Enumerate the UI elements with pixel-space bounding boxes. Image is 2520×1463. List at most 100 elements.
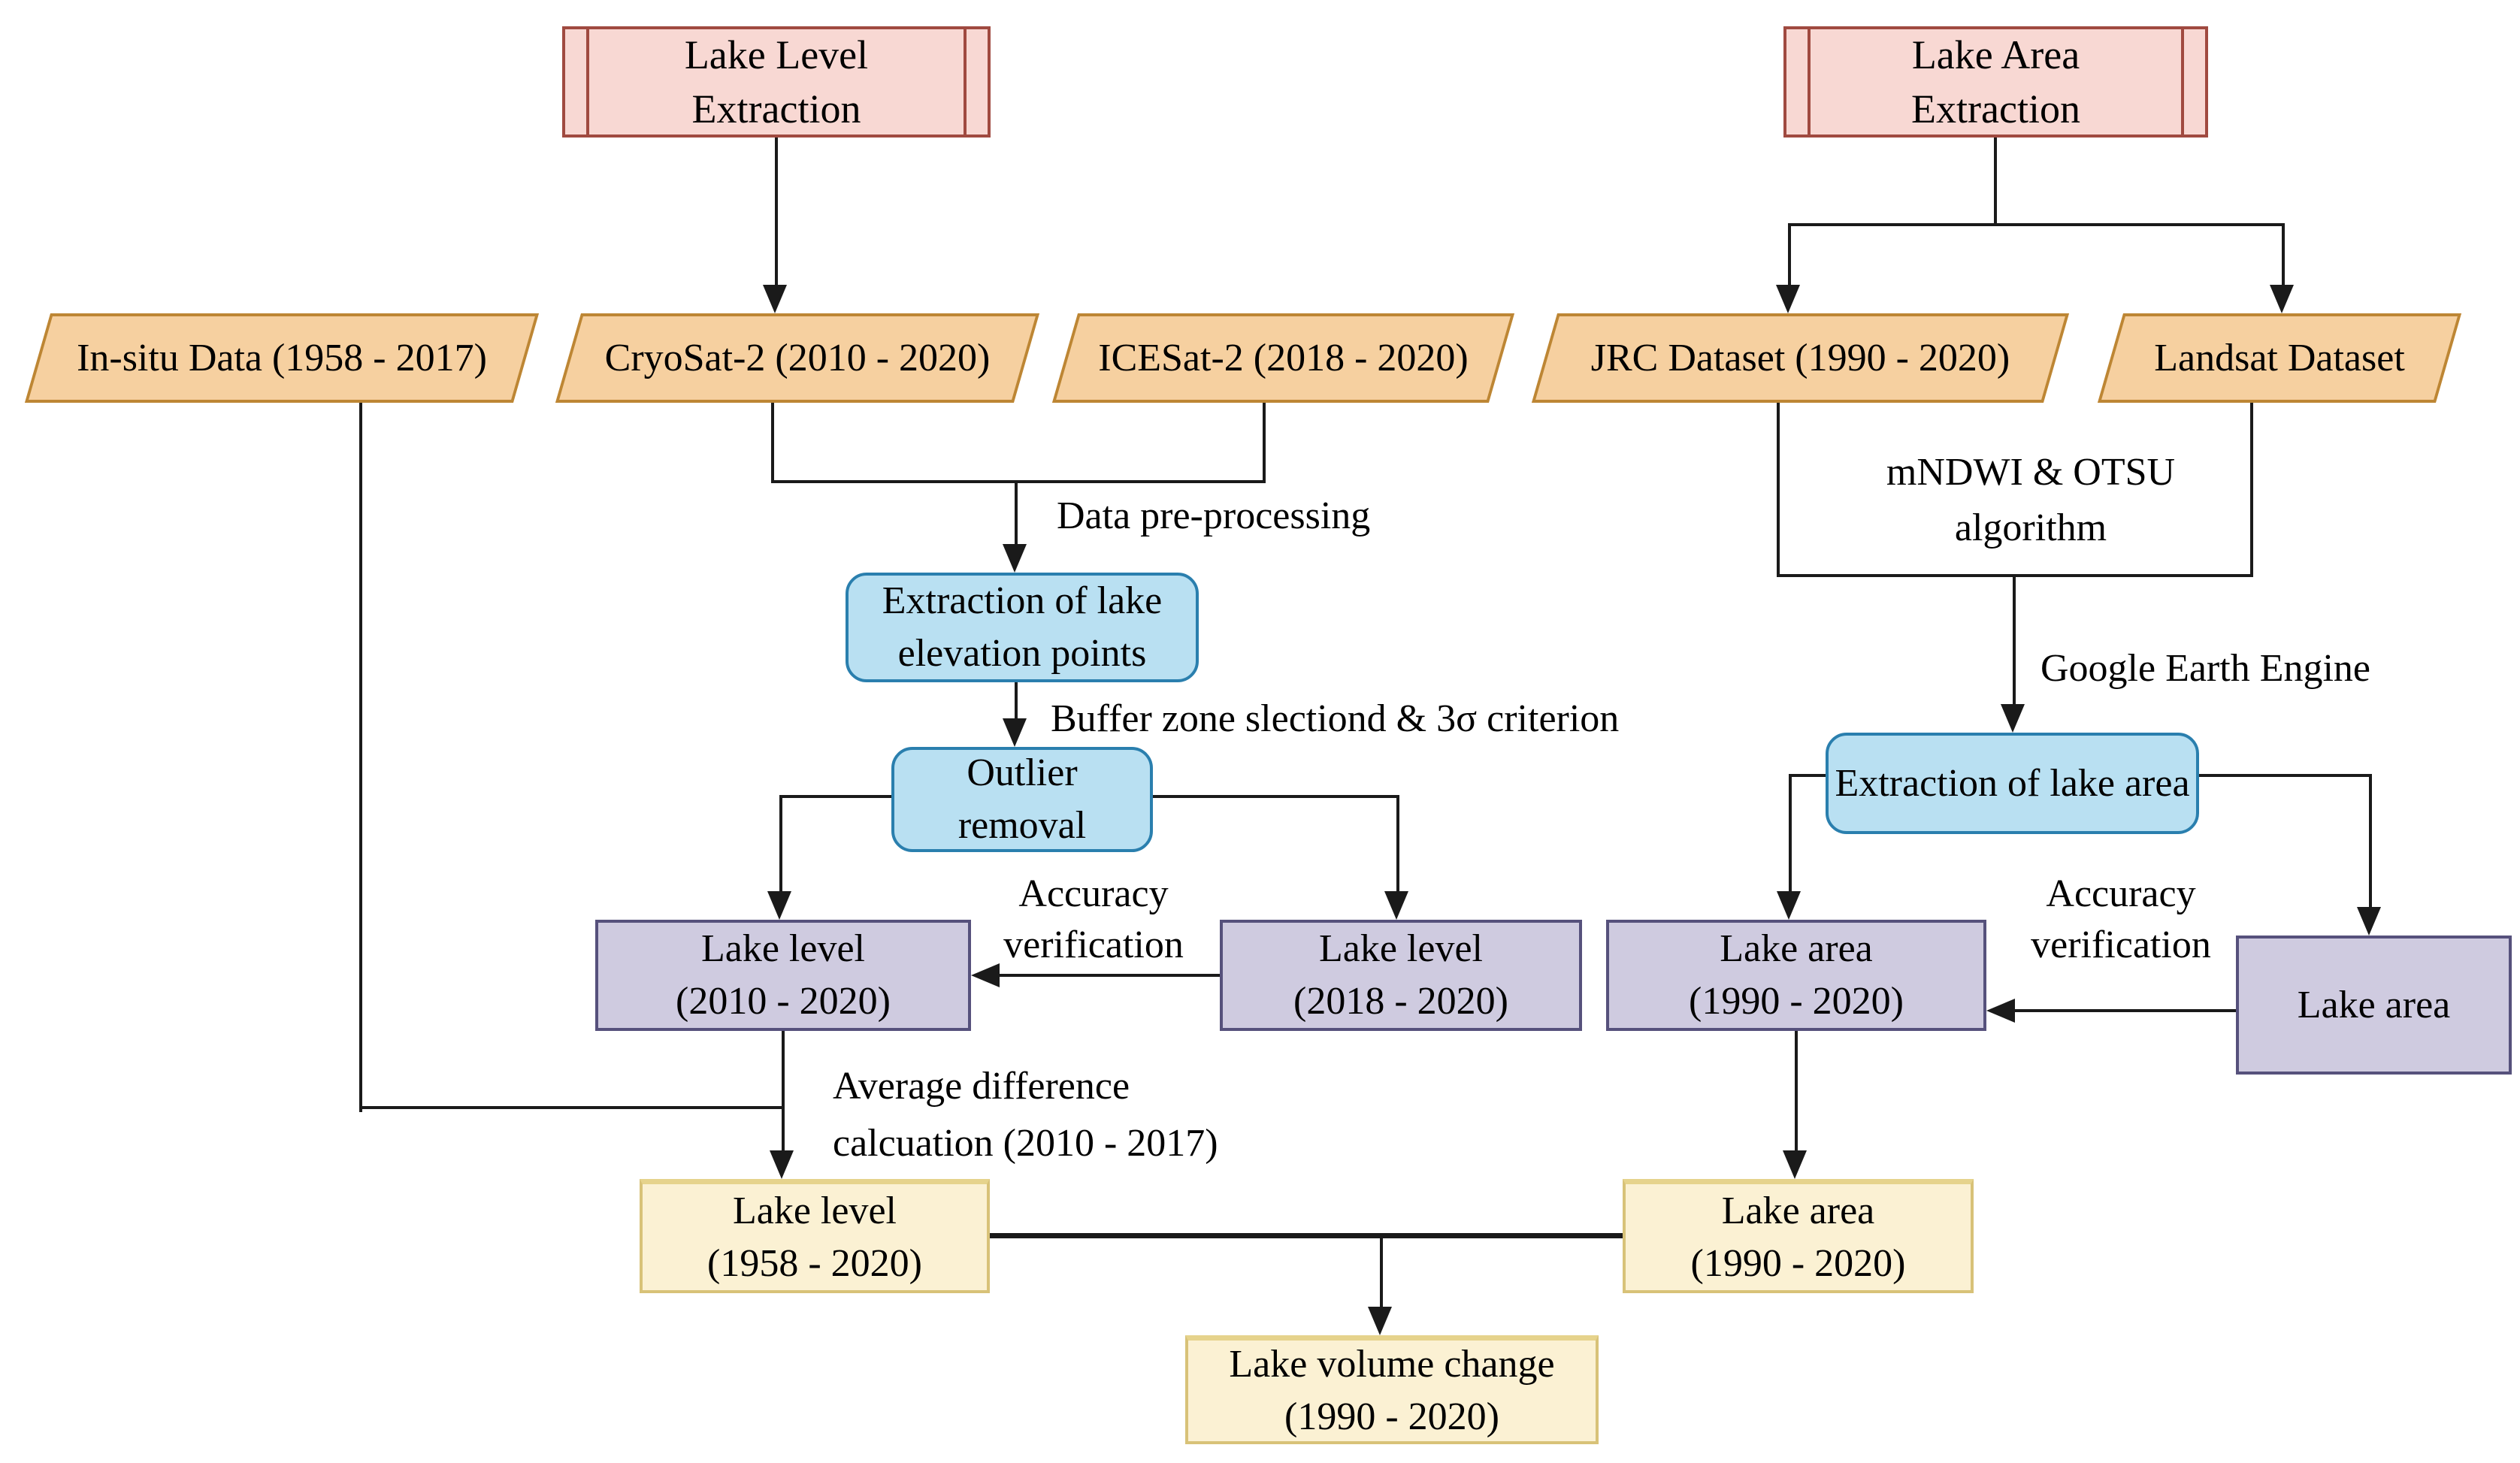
- edge-la1990-result: [1795, 1031, 1798, 1153]
- node-label: JRC Dataset (1990 - 2020): [1590, 336, 2010, 379]
- label-line: Accuracy: [2046, 872, 2196, 915]
- edge-bracket-area: [2013, 574, 2016, 707]
- edge-outlier-right-h: [1153, 795, 1399, 798]
- edge-insitu-h: [359, 1106, 785, 1109]
- node-label: (1990 - 2020): [1284, 1395, 1499, 1438]
- arrowhead-down: [763, 285, 787, 313]
- label-mndwi-otsu: mNDWI & OTSU algorithm: [1843, 445, 2219, 556]
- edge-area-right-h: [2199, 774, 2372, 777]
- edge-area-left-v: [1789, 774, 1792, 894]
- label-accuracy-verification-right: Accuracy verification: [1989, 869, 2252, 971]
- arrowhead-down: [767, 891, 791, 920]
- node-label: Lake area: [2297, 983, 2451, 1026]
- label-google-earth-engine: Google Earth Engine: [2041, 647, 2370, 690]
- node-extraction-lake-area: Extraction of lake area: [1826, 733, 2199, 834]
- arrowhead-down: [2270, 285, 2294, 313]
- node-icesat2: ICESat-2 (2018 - 2020): [1050, 313, 1517, 403]
- node-label: Lake area: [1721, 1189, 1875, 1232]
- node-extraction-elevation-points: Extraction of lake elevation points: [846, 573, 1199, 682]
- edge-areaext-landsat: [2282, 226, 2285, 288]
- node-label: Extraction: [1911, 86, 2080, 131]
- arrowhead-down: [2001, 704, 2025, 733]
- label-average-difference: Average difference calcuation (2010 - 20…: [833, 1058, 1218, 1172]
- arrowhead-down: [1783, 1150, 1807, 1179]
- edge-outlier-right-v: [1396, 795, 1399, 894]
- edge-levelext-cryosat: [775, 138, 778, 288]
- edge-merge-h: [771, 480, 1266, 483]
- predef-side-bar: [1808, 29, 1811, 135]
- node-lake-volume-change: Lake volume change (1990 - 2020): [1185, 1335, 1599, 1444]
- edge-accuracy-right: [2012, 1009, 2236, 1012]
- node-insitu-data: In-situ Data (1958 - 2017): [23, 313, 541, 403]
- node-label: Lake level: [1319, 927, 1483, 970]
- arrowhead-down: [1777, 891, 1801, 920]
- node-label: Lake level: [701, 927, 865, 970]
- edge-landsat-bracket: [2250, 403, 2253, 577]
- label-line: calcuation (2010 - 2017): [833, 1122, 1218, 1165]
- arrowhead-down: [1003, 544, 1027, 573]
- node-lake-level-2010-2020: Lake level (2010 - 2020): [595, 920, 971, 1031]
- edge-areaext-jrc: [1788, 226, 1791, 288]
- edge-icesat-merge: [1263, 403, 1266, 483]
- node-label: (1990 - 2020): [1689, 980, 1904, 1023]
- label-buffer-zone: Buffer zone slectiond & 3σ criterion: [1051, 697, 1620, 740]
- predef-side-bar: [586, 29, 589, 135]
- edge-outlier-left-h: [779, 795, 891, 798]
- node-jrc-dataset: JRC Dataset (1990 - 2020): [1529, 313, 2071, 403]
- label-data-preprocessing: Data pre-processing: [1057, 494, 1371, 537]
- node-label: (1958 - 2020): [707, 1241, 922, 1285]
- node-lake-level-1958-2020: Lake level (1958 - 2020): [640, 1179, 990, 1293]
- node-lake-level-2018-2020: Lake level (2018 - 2020): [1220, 920, 1582, 1031]
- node-lake-area-1990-2020-result: Lake area (1990 - 2020): [1623, 1179, 1974, 1293]
- node-label: Lake level: [733, 1189, 897, 1232]
- label-line: algorithm: [1954, 506, 2107, 549]
- node-landsat-dataset: Landsat Dataset: [2095, 313, 2464, 403]
- predef-side-bar: [2181, 29, 2184, 135]
- node-label: In-situ Data (1958 - 2017): [77, 336, 487, 379]
- edge-ll2010-ll1958: [782, 1031, 785, 1153]
- arrowhead-down: [1776, 285, 1800, 313]
- arrowhead-down: [1368, 1307, 1392, 1335]
- edge-accuracy-left: [997, 974, 1220, 977]
- node-label: Lake area: [1720, 927, 1873, 970]
- arrowhead-left: [971, 963, 1000, 987]
- arrowhead-left: [1986, 999, 2015, 1023]
- arrowhead-down: [2357, 907, 2381, 936]
- edge-insitu-v: [359, 403, 362, 1112]
- predef-side-bar: [964, 29, 967, 135]
- edge-areaext-split-v: [1994, 138, 1997, 226]
- label-accuracy-verification-left: Accuracy verification: [962, 869, 1225, 971]
- edge-outlier-left-v: [779, 795, 782, 894]
- node-lake-area-verification: Lake area: [2236, 936, 2512, 1075]
- node-lake-area-extraction: Lake Area Extraction: [1783, 26, 2208, 138]
- node-label: (1990 - 2020): [1690, 1241, 1906, 1285]
- arrowhead-down: [770, 1150, 794, 1179]
- node-label: Extraction of lake area: [1835, 761, 2190, 805]
- node-lake-area-1990-2020: Lake area (1990 - 2020): [1606, 920, 1986, 1031]
- label-line: Average difference: [833, 1065, 1130, 1108]
- label-line: mNDWI & OTSU: [1886, 451, 2176, 494]
- node-cryosat2: CryoSat-2 (2010 - 2020): [553, 313, 1042, 403]
- edge-join-volume: [1380, 1236, 1383, 1310]
- edge-elevation-outlier: [1015, 682, 1018, 721]
- node-label: Extraction: [691, 86, 861, 131]
- node-label: (2010 - 2020): [676, 980, 891, 1023]
- node-label: (2018 - 2020): [1293, 980, 1508, 1023]
- edge-area-left-h: [1789, 774, 1826, 777]
- node-label: Lake Area: [1911, 32, 2080, 77]
- node-label: Lake Level: [684, 32, 869, 77]
- node-lake-level-extraction: Lake Level Extraction: [562, 26, 991, 138]
- node-outlier-removal: Outlier removal: [891, 747, 1153, 852]
- edge-areaext-split-h: [1788, 223, 2285, 226]
- node-label: CryoSat-2 (2010 - 2020): [604, 336, 991, 379]
- edge-results-join: [990, 1233, 1623, 1238]
- label-line: verification: [2031, 923, 2211, 966]
- node-label: ICESat-2 (2018 - 2020): [1098, 336, 1469, 379]
- node-label: Landsat Dataset: [2154, 336, 2405, 379]
- edge-area-right-v: [2369, 774, 2372, 910]
- edge-cryosat-merge: [771, 403, 774, 483]
- arrowhead-down: [1003, 718, 1027, 747]
- node-label: elevation points: [897, 632, 1147, 675]
- edge-jrc-bracket: [1777, 403, 1780, 577]
